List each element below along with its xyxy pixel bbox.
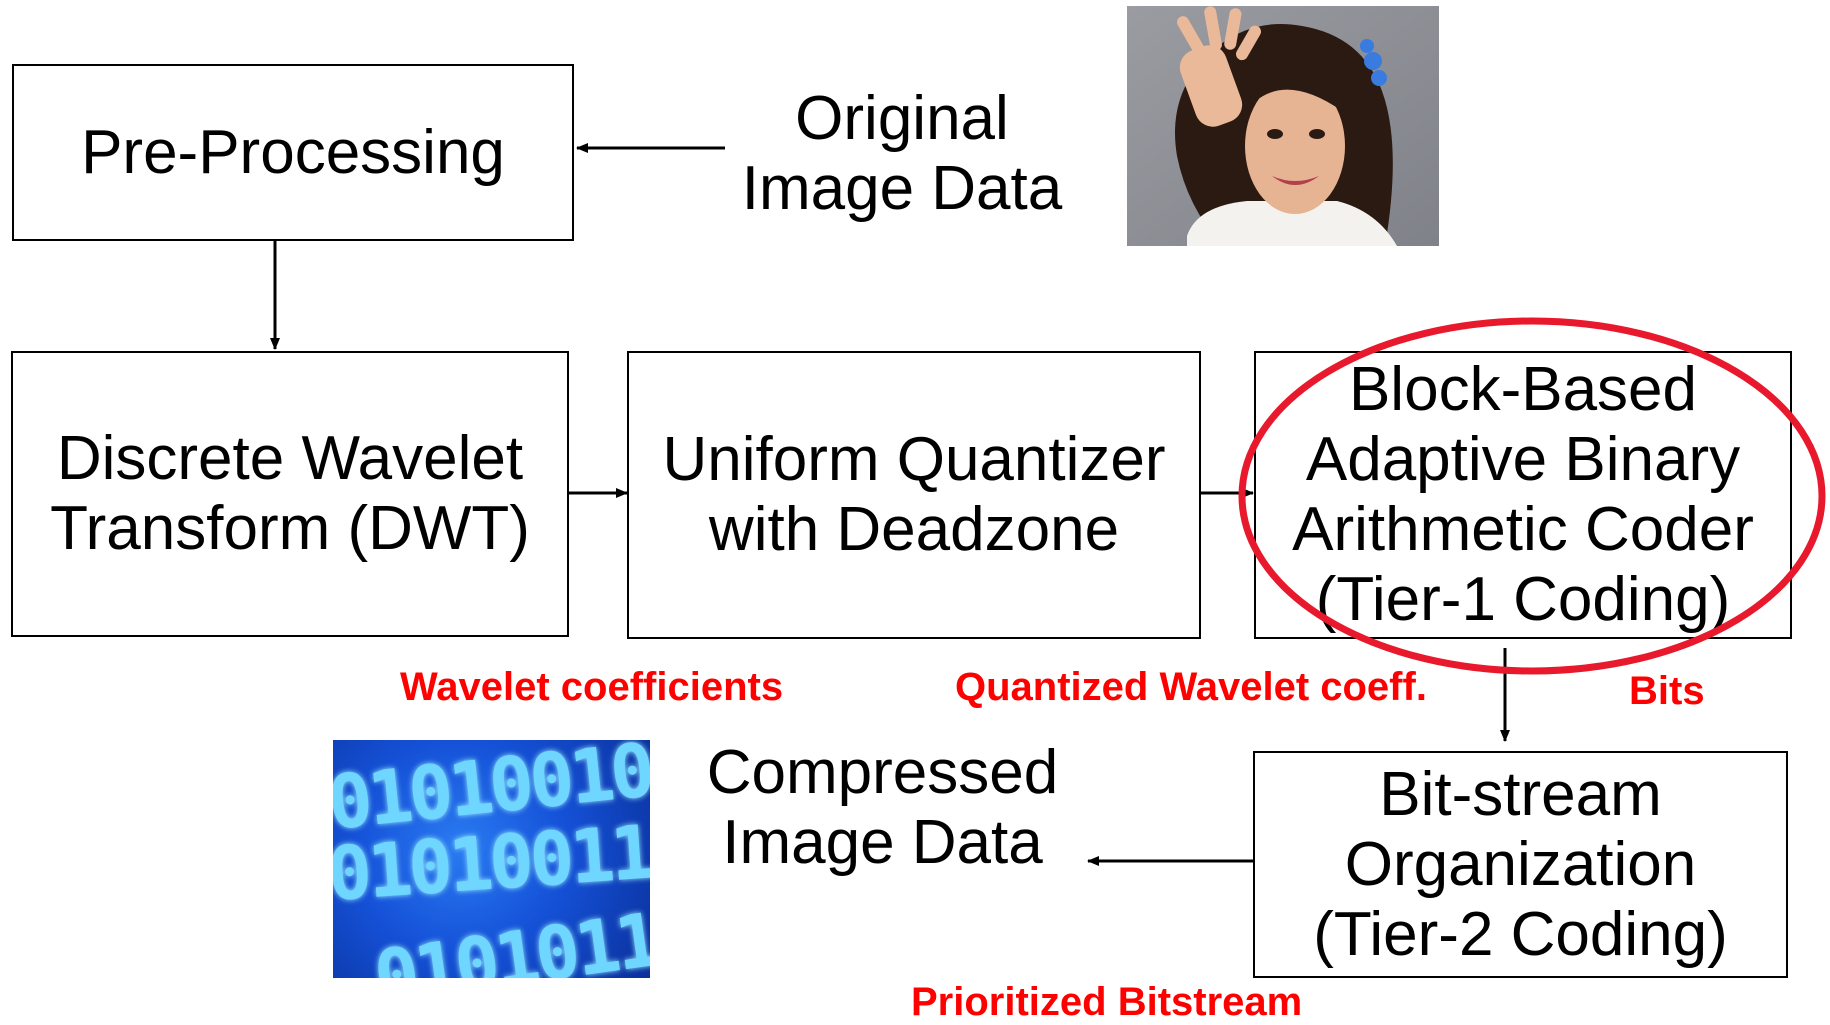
tier1-coder-box: Block-Based Adaptive Binary Arithmetic C… bbox=[1254, 351, 1792, 639]
compressed-label-line-1: Compressed bbox=[706, 738, 1059, 807]
preprocessing-box: Pre-Processing bbox=[12, 64, 574, 241]
dwt-label-line-2: Transform (DWT) bbox=[50, 494, 530, 563]
compressed-image-data-label: Compressed Image Data bbox=[690, 738, 1075, 878]
preprocessing-label: Pre-Processing bbox=[81, 117, 505, 187]
tier2-label-line-2: Organization bbox=[1344, 829, 1697, 899]
tier1-label-line-2: Adaptive Binary bbox=[1305, 425, 1741, 494]
quantizer-label-line-2: with Deadzone bbox=[708, 495, 1120, 564]
prioritized-bitstream-label: Prioritized Bitstream bbox=[911, 980, 1303, 1024]
bits-label: Bits bbox=[1629, 669, 1705, 713]
wavelet-coefficients-label: Wavelet coefficients bbox=[400, 665, 784, 709]
binary-digits-image: 0101001010 0101001100 0101011000 bbox=[333, 740, 650, 978]
original-image-photo bbox=[1127, 6, 1439, 246]
original-image-data-label: Original Image Data bbox=[727, 84, 1077, 224]
quantizer-label-line-1: Uniform Quantizer bbox=[662, 425, 1166, 494]
dwt-label-line-1: Discrete Wavelet bbox=[56, 424, 524, 493]
quantized-wavelet-coeff-label: Quantized Wavelet coeff. bbox=[955, 665, 1427, 709]
tier2-label-line-3: (Tier-2 Coding) bbox=[1313, 899, 1728, 969]
dwt-box: Discrete Wavelet Transform (DWT) bbox=[11, 351, 569, 637]
tier2-label-line-1: Bit-stream bbox=[1379, 759, 1662, 829]
tier1-label-line-3: Arithmetic Coder bbox=[1292, 495, 1754, 564]
quantizer-box: Uniform Quantizer with Deadzone bbox=[627, 351, 1201, 639]
original-label-line-1: Original bbox=[795, 84, 1009, 153]
compressed-label-line-2: Image Data bbox=[722, 808, 1043, 877]
tier2-organization-box: Bit-stream Organization (Tier-2 Coding) bbox=[1253, 751, 1788, 978]
original-label-line-2: Image Data bbox=[741, 154, 1063, 223]
tier1-label-line-4: (Tier-1 Coding) bbox=[1315, 565, 1731, 634]
tier1-label-line-1: Block-Based bbox=[1348, 355, 1698, 424]
